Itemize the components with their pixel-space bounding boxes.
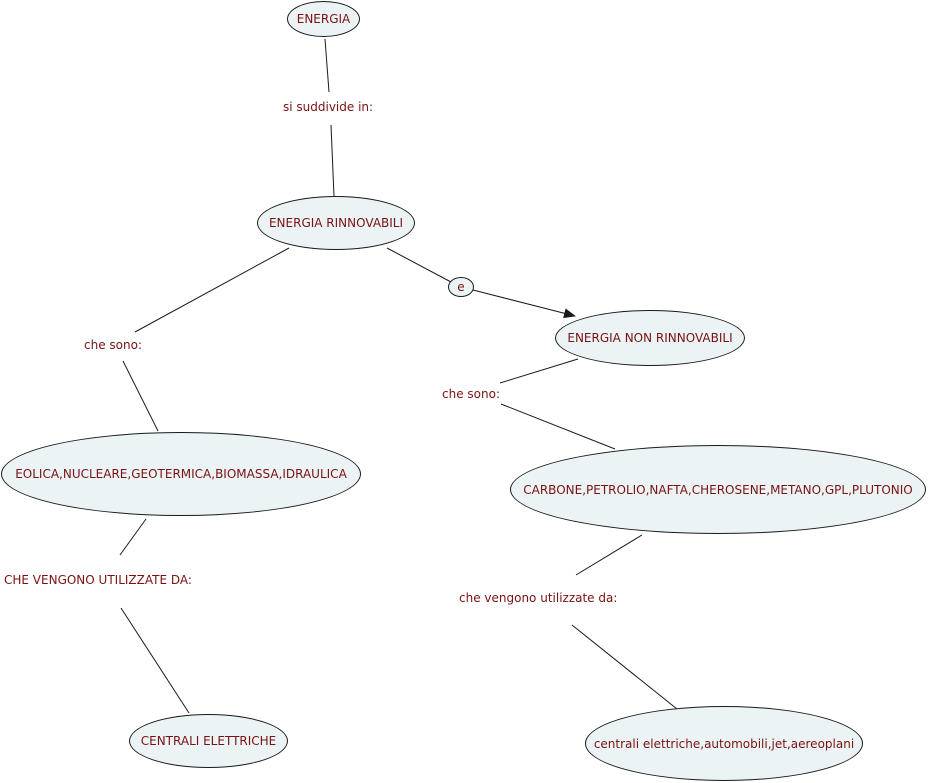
connector-che-sono-right-to-fonti (500, 403, 616, 450)
link-label-che-sono-left[interactable]: che sono: (84, 338, 142, 352)
node-usi-non-rinnovabili-label: centrali elettriche,automobili,jet,aereo… (593, 736, 855, 751)
node-fonti-rinnovabili[interactable]: EOLICA,NUCLEARE,GEOTERMICA,BIOMASSA,IDRA… (1, 432, 361, 516)
connector-energia-to-label (324, 38, 330, 93)
connector-label-to-rinnovabili (330, 124, 335, 197)
node-energia-label: ENERGIA (296, 12, 351, 26)
connector-fonti-to-vengono-lower (575, 534, 643, 576)
connector-vengono-lower-to-usi (571, 624, 678, 710)
node-energia-non-rinnovabili[interactable]: ENERGIA NON RINNOVABILI (555, 310, 745, 366)
node-energia-non-rinnovabili-label: ENERGIA NON RINNOVABILI (567, 331, 733, 345)
connector-fonti-to-vengono-upper (119, 518, 147, 556)
node-centrali-elettriche[interactable]: CENTRALI ELETTRICHE (129, 714, 288, 768)
link-label-che-vengono-utilizzate-upper[interactable]: CHE VENGONO UTILIZZATE DA: (4, 573, 192, 587)
connector-rinnovabili-to-che-sono-left (134, 247, 290, 333)
node-fonti-non-rinnovabili-label: CARBONE,PETROLIO,NAFTA,CHEROSENE,METANO,… (523, 482, 913, 497)
link-label-che-sono-right[interactable]: che sono: (442, 387, 500, 401)
link-label-che-vengono-utilizzate-lower[interactable]: che vengono utilizzate da: (459, 591, 618, 605)
node-energia-rinnovabili[interactable]: ENERGIA RINNOVABILI (257, 196, 415, 250)
connector-non-rinnovabili-to-che-sono-right (499, 358, 579, 384)
node-energia-rinnovabili-label: ENERGIA RINNOVABILI (268, 216, 404, 230)
node-energia[interactable]: ENERGIA (287, 1, 360, 37)
connector-che-sono-left-to-fonti (122, 360, 159, 432)
node-usi-non-rinnovabili[interactable]: centrali elettriche,automobili,jet,aereo… (585, 706, 863, 781)
connector-vengono-upper-to-centrali (120, 607, 190, 714)
link-label-si-suddivide-in[interactable]: si suddivide in: (283, 100, 374, 114)
connector-rinnovabili-to-e (386, 247, 452, 283)
link-label-e-text: e (457, 280, 465, 294)
connector-e-to-non-rinnovabili (472, 289, 576, 319)
link-label-e[interactable]: e (448, 277, 474, 297)
node-fonti-rinnovabili-label: EOLICA,NUCLEARE,GEOTERMICA,BIOMASSA,IDRA… (15, 467, 347, 481)
node-centrali-elettriche-label: CENTRALI ELETTRICHE (140, 734, 277, 748)
node-fonti-non-rinnovabili[interactable]: CARBONE,PETROLIO,NAFTA,CHEROSENE,METANO,… (510, 445, 926, 534)
